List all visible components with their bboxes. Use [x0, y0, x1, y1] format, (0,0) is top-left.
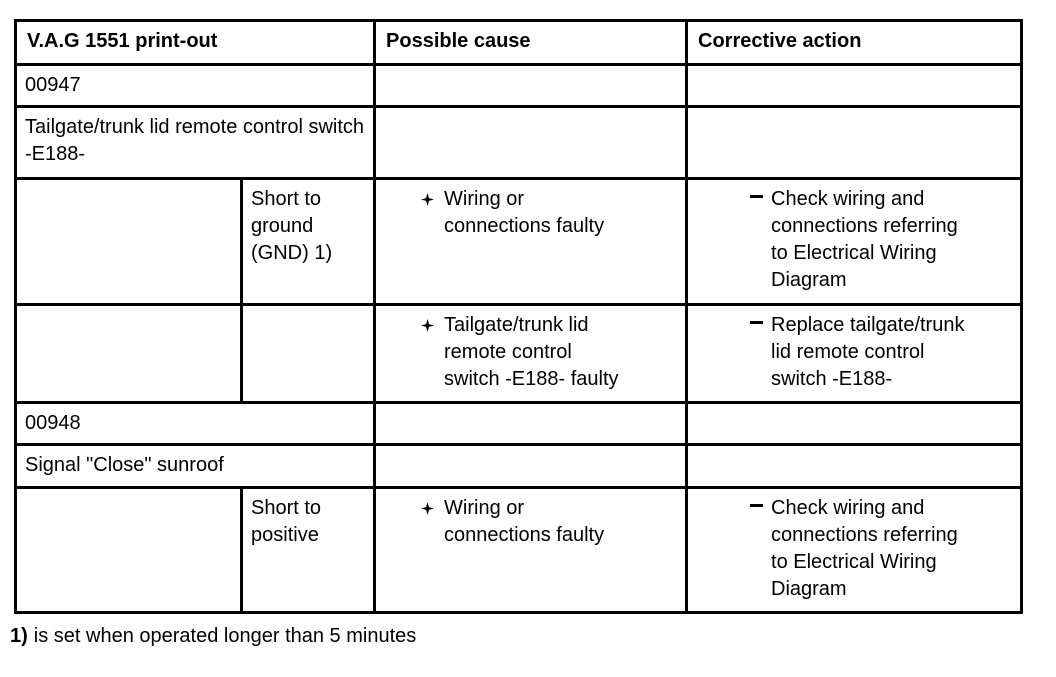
dash-bullet-icon [750, 321, 764, 324]
empty-cell [685, 63, 1024, 108]
corrective-action-cell: Replace tailgate/trunk lid remote contro… [685, 303, 1024, 404]
empty-cell [373, 443, 689, 489]
empty-cell [14, 303, 243, 404]
action-text: Check wiring and connections referring t… [771, 188, 958, 291]
empty-cell [685, 401, 1024, 446]
footnote-text: is set when operated longer than 5 minut… [33, 625, 417, 647]
fault-condition: Short to ground (GND) 1) [239, 177, 377, 306]
fault-code-table: V.A.G 1551 print-out Possible cause Corr… [13, 19, 1024, 614]
four-pointed-star-bullet-icon [421, 193, 435, 206]
table-row: 00947 [13, 63, 1024, 108]
header-corrective-action: Corrective action [685, 19, 1024, 66]
table-row: Tailgate/trunk lid remote control switch… [13, 105, 1024, 180]
action-text: Check wiring and connections referring t… [771, 497, 958, 600]
cause-list-item: Wiring or connections faulty [421, 495, 677, 549]
table-header-row: V.A.G 1551 print-out Possible cause Corr… [13, 19, 1024, 66]
cause-text: Wiring or connections faulty [444, 497, 605, 546]
fault-code: 00948 [13, 401, 377, 446]
empty-cell [373, 63, 689, 108]
cause-text: Wiring or connections faulty [444, 188, 605, 237]
possible-cause-cell: Wiring or connections faulty [373, 177, 689, 306]
fault-description: Tailgate/trunk lid remote control switch… [13, 105, 377, 180]
action-list-item: Check wiring and connections referring t… [750, 495, 1012, 603]
four-pointed-star-bullet-icon [421, 319, 435, 332]
table-row: Signal "Close" sunroof [13, 443, 1024, 489]
table-row: Tailgate/trunk lid remote control switch… [14, 303, 1024, 404]
header-printout: V.A.G 1551 print-out [13, 19, 377, 66]
corrective-action-cell: Check wiring and connections referring t… [685, 486, 1024, 614]
empty-cell [239, 303, 377, 404]
fault-description: Signal "Close" sunroof [13, 443, 377, 489]
header-possible-cause: Possible cause [373, 19, 689, 66]
action-list-item: Check wiring and connections referring t… [750, 186, 1012, 294]
fault-code: 00947 [13, 63, 377, 108]
cause-text: Tailgate/trunk lid remote control switch… [444, 314, 619, 390]
action-list-item: Replace tailgate/trunk lid remote contro… [750, 312, 1012, 393]
table-row: 00948 [13, 401, 1024, 446]
possible-cause-cell: Wiring or connections faulty [373, 486, 689, 614]
footnote-marker: 1) [10, 625, 28, 647]
fault-condition: Short to positive [239, 486, 377, 614]
empty-cell [14, 486, 243, 614]
table-row: Short to positive Wiring or connections … [14, 486, 1024, 614]
dash-bullet-icon [750, 504, 764, 507]
empty-cell [373, 105, 689, 180]
empty-cell [685, 443, 1024, 489]
corrective-action-cell: Check wiring and connections referring t… [685, 177, 1024, 306]
cause-list-item: Tailgate/trunk lid remote control switch… [421, 312, 677, 393]
dash-bullet-icon [750, 195, 764, 198]
empty-cell [373, 401, 689, 446]
empty-cell [685, 105, 1024, 180]
possible-cause-cell: Tailgate/trunk lid remote control switch… [373, 303, 689, 404]
action-text: Replace tailgate/trunk lid remote contro… [771, 314, 965, 390]
empty-cell [14, 177, 243, 306]
footnote: 1)is set when operated longer than 5 min… [10, 623, 1056, 650]
table-row: Short to ground (GND) 1) Wiring or conne… [14, 177, 1024, 306]
cause-list-item: Wiring or connections faulty [421, 186, 677, 240]
four-pointed-star-bullet-icon [421, 502, 435, 515]
